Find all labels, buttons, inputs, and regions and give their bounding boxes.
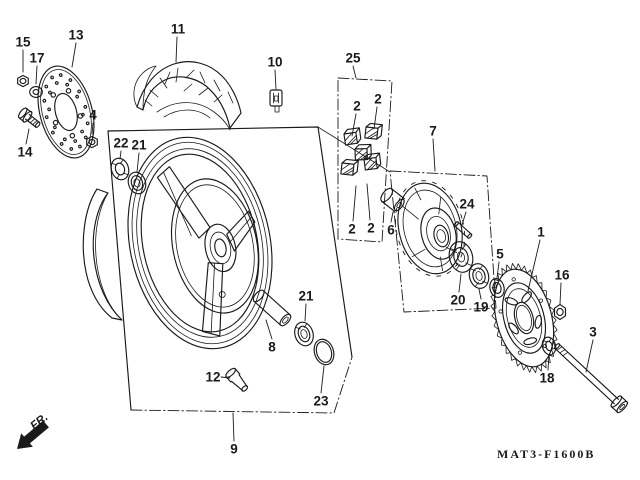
leader-line-10 <box>274 69 277 90</box>
nut-4-drawing <box>86 135 98 149</box>
callout-21: 21 <box>131 138 147 153</box>
seal-21b-drawing <box>294 321 314 347</box>
clamp-10-drawing <box>269 89 283 113</box>
leader-line-18 <box>547 354 550 371</box>
washer-17-drawing <box>29 86 43 98</box>
leader-line-12 <box>220 376 231 379</box>
callout-25: 25 <box>345 51 361 66</box>
oring-23-drawing <box>313 338 335 366</box>
damper-rubbers-drawing <box>340 122 383 176</box>
figure-code: MAT3-F1600B <box>497 447 595 461</box>
tire-section-drawing <box>133 61 242 131</box>
callout-2: 2 <box>374 92 382 107</box>
disc-drill-holes <box>42 73 90 151</box>
leader-line-2 <box>351 113 357 137</box>
axle-3-drawing <box>554 343 629 414</box>
callout-3: 3 <box>589 325 597 340</box>
leader-line-21 <box>304 303 307 322</box>
callout-17: 17 <box>29 51 44 66</box>
leader-line-21 <box>136 152 140 173</box>
hub-subassembly-box-7 <box>389 170 497 313</box>
leader-line-2 <box>352 185 357 222</box>
hub-flange-drawing <box>395 180 466 277</box>
leader-line-5 <box>496 261 500 279</box>
leader-line-2 <box>366 183 371 221</box>
leader-line-1 <box>527 239 541 292</box>
leader-line-13 <box>71 42 77 68</box>
callout-2: 2 <box>353 99 361 114</box>
wheel-spoke <box>226 210 256 252</box>
fr-arrow-icon <box>17 420 49 449</box>
leader-line-17 <box>35 65 38 85</box>
spacer-8-drawing <box>252 289 292 327</box>
callout-1: 1 <box>537 225 545 240</box>
callout-18: 18 <box>539 371 555 386</box>
nut-15-drawing <box>17 74 29 88</box>
callout-23: 23 <box>313 394 329 409</box>
valve-12-drawing <box>225 367 249 392</box>
leader-line-19 <box>478 288 482 300</box>
leader-line-9 <box>232 412 235 442</box>
bearing-20-drawing <box>448 241 474 273</box>
callout-15: 15 <box>15 35 31 50</box>
leader-line-23 <box>320 365 325 394</box>
leader-line-25 <box>352 65 357 79</box>
brake-disc-drawing <box>37 65 95 159</box>
callout-11: 11 <box>171 22 186 37</box>
wheel-subassembly-box-9 <box>107 126 391 414</box>
leader-line-6 <box>390 211 394 223</box>
bearing-19-drawing <box>468 263 490 289</box>
bearing-22-drawing <box>110 157 130 181</box>
callout-10: 10 <box>267 55 282 70</box>
callout-5: 5 <box>496 247 504 262</box>
leader-line-24 <box>461 211 467 226</box>
callout-12: 12 <box>205 370 220 385</box>
callout-24: 24 <box>459 197 475 212</box>
leader-line-22 <box>119 150 122 160</box>
wheel-drawing <box>127 136 273 350</box>
callout-13: 13 <box>68 28 84 43</box>
callout-21: 21 <box>298 289 314 304</box>
wheel-spoke <box>201 262 224 337</box>
nut-16-drawing <box>553 303 567 321</box>
bolt-14-drawing <box>17 107 41 128</box>
leader-line-7 <box>432 138 436 172</box>
wheel-spoke <box>156 166 211 239</box>
callout-8: 8 <box>268 340 276 355</box>
leader-line-14 <box>25 128 30 145</box>
callout-9: 9 <box>230 442 238 457</box>
side-crescent-drawing <box>82 188 123 321</box>
callout-2: 2 <box>367 221 375 236</box>
washer-18-drawing <box>541 336 557 356</box>
callout-4: 4 <box>89 108 97 123</box>
tread-pattern <box>144 67 234 107</box>
fr-direction-indicator: FR. <box>17 411 50 449</box>
pin-24-drawing <box>453 221 473 239</box>
callout-7: 7 <box>429 124 437 139</box>
leader-line-3 <box>585 339 594 373</box>
leader-line-11 <box>175 36 178 63</box>
callout-16: 16 <box>554 268 570 283</box>
driven-sprocket-drawing <box>490 262 558 374</box>
callout-6: 6 <box>387 223 395 238</box>
callout-19: 19 <box>473 300 488 315</box>
leader-line-8 <box>265 319 273 340</box>
collar-6-drawing <box>380 187 405 212</box>
leader-line-16 <box>559 282 562 305</box>
fr-label: FR. <box>28 411 50 432</box>
projection-line <box>317 126 391 173</box>
leader-line-20 <box>458 273 462 293</box>
leader-line-2 <box>373 106 378 130</box>
callout-14: 14 <box>17 145 33 160</box>
seal-21-drawing <box>127 171 147 195</box>
callout-22: 22 <box>113 136 128 151</box>
callout-20: 20 <box>450 293 465 308</box>
leader-line-4 <box>91 122 94 135</box>
callout-2: 2 <box>348 222 356 237</box>
